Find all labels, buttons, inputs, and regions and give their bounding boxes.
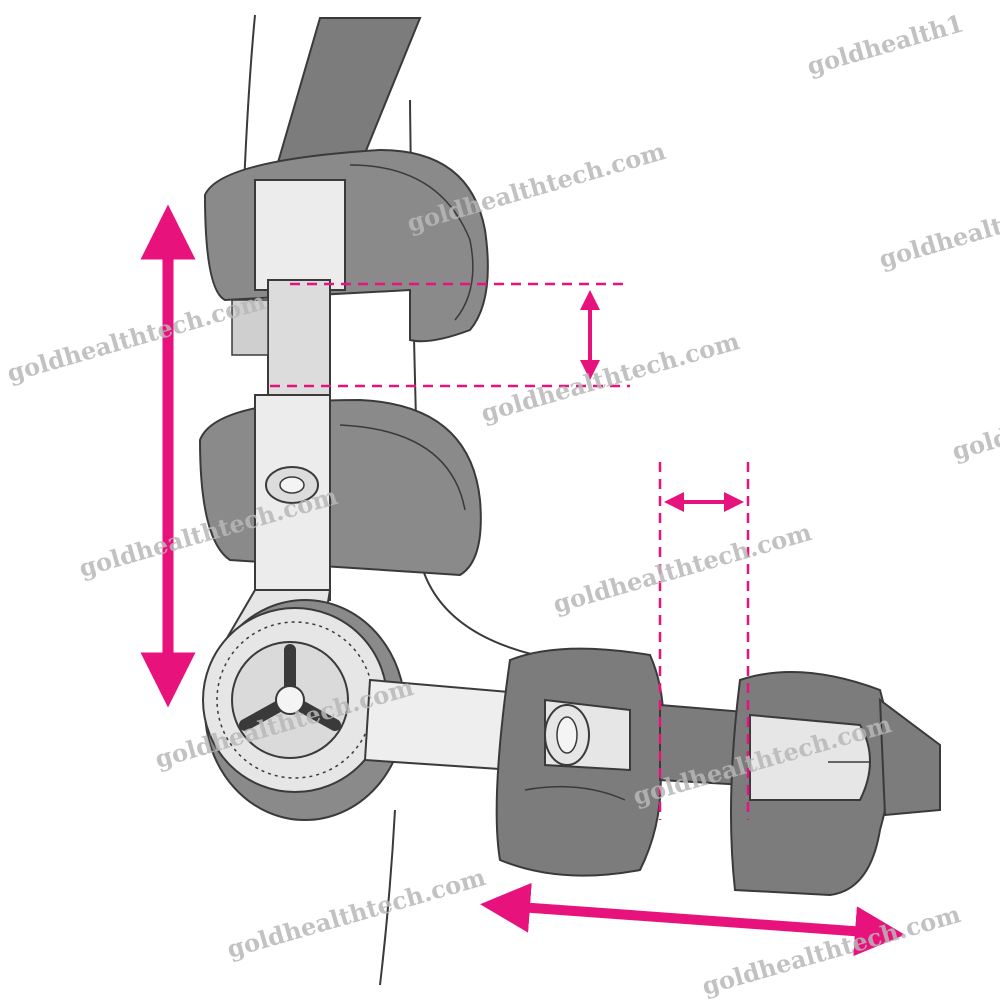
watermark-12: goldhealthtech.com — [699, 899, 964, 1000]
forearm-strap-2 — [730, 671, 941, 897]
watermark-8: goldhealthtech.com — [550, 517, 815, 619]
forearm-strap-1 — [495, 647, 665, 877]
watermark-6: goldh — [949, 417, 1000, 466]
middle-arm-strap — [198, 394, 482, 601]
forearm-length-adjust-arrow — [480, 882, 905, 957]
watermark-1: goldhealth1 — [804, 8, 967, 80]
watermark-3: goldhealth — [876, 206, 1000, 274]
watermark-5: goldhealthtech.com — [478, 326, 743, 428]
watermark-11: goldhealthtech.com — [224, 862, 489, 964]
measurement-guides — [270, 282, 750, 820]
watermark-4: goldhealthtech.com — [4, 286, 269, 388]
elbow-hinge — [202, 599, 406, 821]
